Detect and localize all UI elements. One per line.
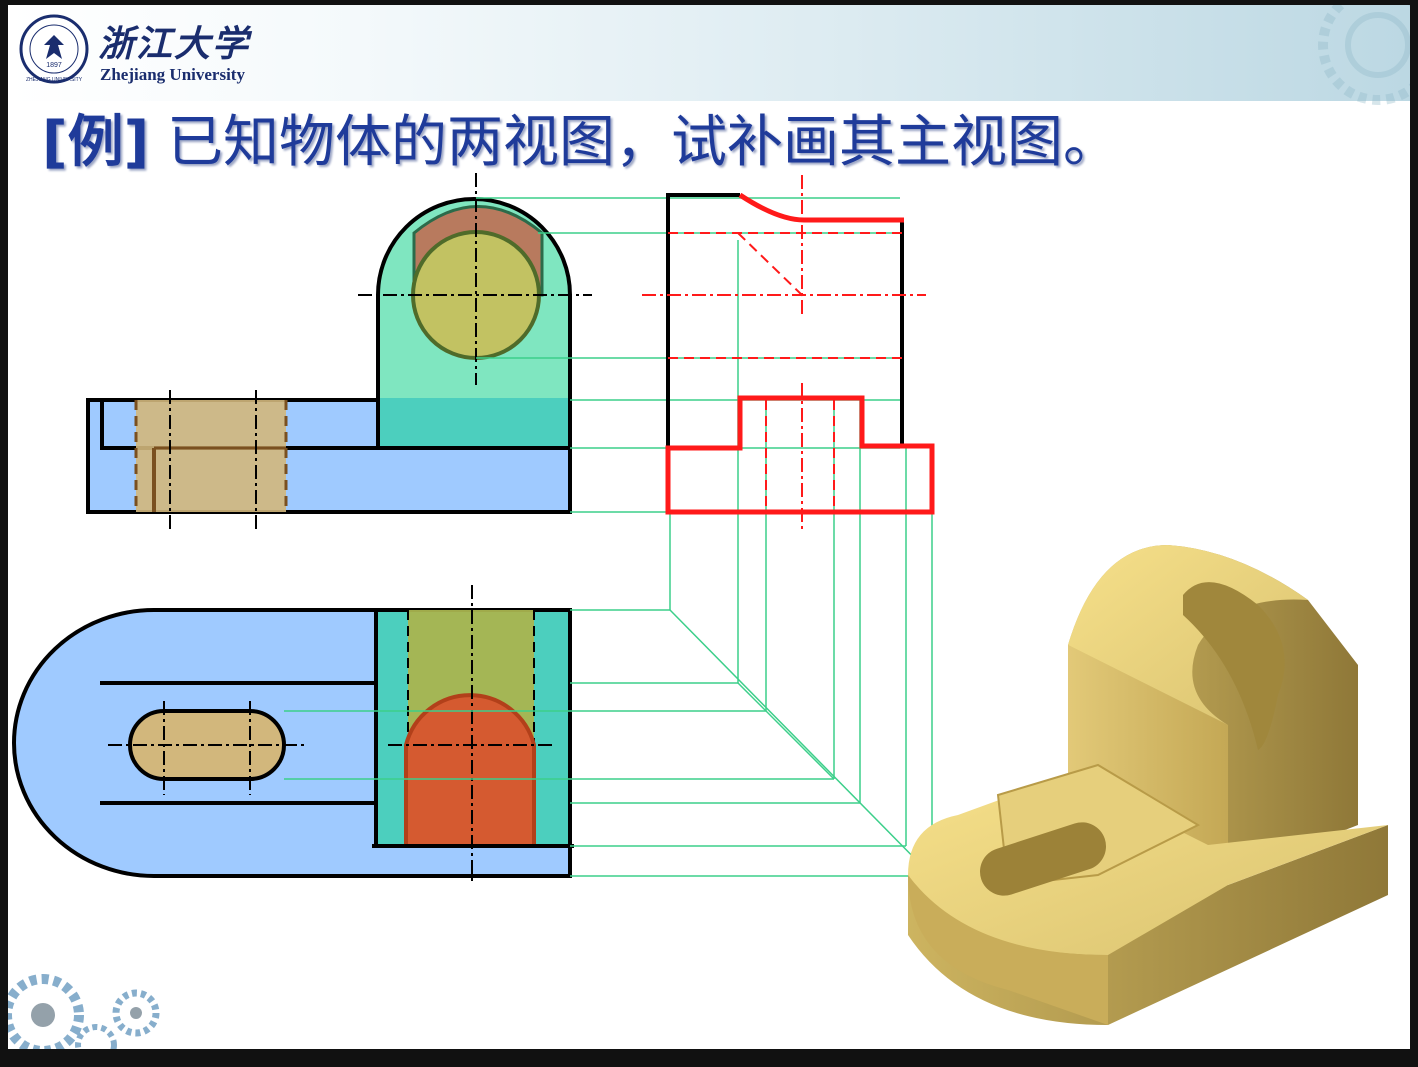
university-logo: 1897 ZHEJIANG UNIVERSITY <box>19 14 89 84</box>
page-title: [例] 已知物体的两视图，试补画其主视图。 <box>42 97 1119 178</box>
slide: 1897 ZHEJIANG UNIVERSITY 浙江大学 Zhejiang U… <box>8 5 1410 1049</box>
top-groove <box>404 693 536 848</box>
side-view <box>86 173 592 530</box>
gear-decoration-bottom <box>8 974 160 1049</box>
side-slot <box>136 400 286 512</box>
header-band <box>8 5 1410 101</box>
logo-year: 1897 <box>46 62 62 69</box>
front-view <box>642 175 935 533</box>
logo-ring-text: ZHEJIANG UNIVERSITY <box>26 77 83 83</box>
title-tag: [例] <box>42 110 150 175</box>
model-slot <box>980 822 1106 896</box>
isometric-model <box>908 545 1388 1025</box>
university-name-cn: 浙江大学 <box>98 23 251 65</box>
front-groove-curve <box>738 192 904 223</box>
title-text: 已知物体的两视图，试补画其主视图。 <box>167 110 1119 175</box>
front-base-outline <box>665 395 935 515</box>
university-name-en: Zhejiang University <box>100 65 245 84</box>
top-view <box>12 585 574 883</box>
gear-decoration-top <box>1318 5 1410 105</box>
side-upright-band <box>380 398 568 446</box>
front-upright-outline <box>666 193 740 448</box>
drawing-canvas <box>8 5 1410 1049</box>
